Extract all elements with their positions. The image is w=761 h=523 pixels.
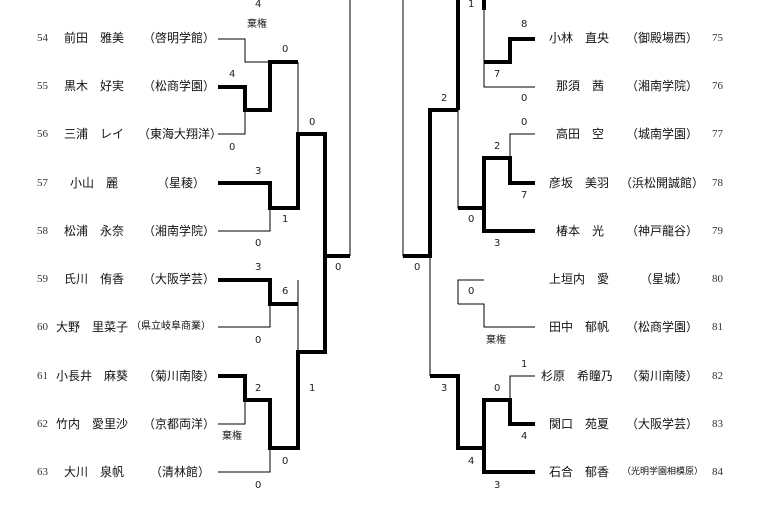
seed-number: 63 — [37, 466, 48, 478]
score-label: 1 — [521, 359, 528, 370]
seed-number: 54 — [37, 32, 48, 44]
seed-number: 57 — [37, 177, 48, 189]
score-label: 0 — [255, 238, 262, 249]
seed-number: 61 — [37, 370, 48, 382]
score-label: 0 — [468, 214, 475, 225]
score-label: 2 — [494, 141, 501, 152]
school-name: （松商学園） — [626, 320, 699, 334]
seed-number: 62 — [37, 418, 48, 430]
score-label: 3 — [494, 480, 501, 491]
score-label: 1 — [309, 383, 316, 394]
score-label: 0 — [255, 335, 262, 346]
player-name: 上垣内 愛 — [549, 272, 610, 286]
seed-number: 77 — [712, 128, 723, 140]
seed-number: 82 — [712, 370, 723, 382]
school-name: （星稜） — [157, 176, 206, 190]
player-name: 石合 郁香 — [549, 465, 610, 479]
player-name: 小林 直央 — [549, 31, 610, 45]
score-label: 0 — [521, 117, 528, 128]
player-name: 前田 雅美 — [64, 31, 125, 45]
score-label: 0 — [282, 44, 289, 55]
score-label: 4 — [229, 69, 236, 80]
seed-number: 80 — [712, 273, 723, 285]
player-name: 三浦 レイ — [64, 127, 125, 141]
score-label: 7 — [494, 69, 501, 80]
school-name: （星城） — [640, 272, 689, 286]
score-label: 0 — [309, 117, 316, 128]
seed-number: 60 — [37, 321, 48, 333]
score-label: 2 — [255, 383, 262, 394]
school-name: （光明学園相模原） — [622, 467, 704, 477]
school-name: （大阪学芸） — [143, 272, 216, 286]
score-label: 4 — [255, 0, 262, 10]
player-name: 小山 麗 — [70, 176, 119, 190]
seed-number: 78 — [712, 177, 723, 189]
player-name: 大野 里菜子 — [56, 320, 129, 334]
school-name: （湘南学院） — [143, 224, 216, 238]
player-name: 那須 茜 — [556, 79, 605, 93]
school-name: （県立岐阜商業） — [131, 321, 211, 332]
score-label: 1 — [282, 214, 289, 225]
score-label: 4 — [521, 431, 528, 442]
score-label: 3 — [494, 238, 501, 249]
player-name: 大川 泉帆 — [64, 465, 125, 479]
withdrawal-label: 棄権 — [247, 19, 267, 30]
player-name: 氏川 侑香 — [64, 272, 125, 286]
player-name: 高田 空 — [556, 127, 605, 141]
school-name: （清林館） — [150, 465, 211, 479]
seed-number: 75 — [712, 32, 723, 44]
seed-number: 55 — [37, 80, 48, 92]
seed-number: 59 — [37, 273, 48, 285]
school-name: （神戸龍谷） — [626, 224, 699, 238]
player-name: 黒木 好実 — [64, 79, 125, 93]
player-name: 椿本 光 — [556, 224, 605, 238]
school-name: （東海大翔洋） — [138, 127, 223, 141]
score-label: 0 — [335, 262, 342, 273]
score-label: 2 — [441, 93, 448, 104]
seed-number: 81 — [712, 321, 723, 333]
score-label: 6 — [282, 286, 289, 297]
score-label: 0 — [468, 286, 475, 297]
score-label: 3 — [255, 166, 262, 177]
player-name: 彦坂 美羽 — [549, 176, 610, 190]
player-name: 杉原 希瞳乃 — [541, 369, 614, 383]
score-label: 0 — [255, 480, 262, 491]
score-label: 7 — [521, 190, 528, 201]
school-name: （湘南学院） — [626, 79, 699, 93]
score-label: 0 — [521, 93, 528, 104]
school-name: （菊川南陵） — [626, 369, 699, 383]
player-name: 松浦 永奈 — [64, 224, 125, 238]
withdrawal-label: 棄権 — [486, 335, 506, 346]
score-label: 3 — [255, 262, 262, 273]
school-name: （松商学園） — [143, 79, 216, 93]
school-name: （御殿場西） — [626, 31, 699, 45]
player-name: 関口 苑夏 — [549, 417, 610, 431]
score-label: 4 — [468, 456, 475, 467]
seed-number: 83 — [712, 418, 723, 430]
player-name: 小長井 麻葵 — [56, 369, 129, 383]
school-name: （菊川南陵） — [143, 369, 216, 383]
school-name: （京都両洋） — [143, 417, 216, 431]
school-name: （城南学園） — [626, 127, 699, 141]
score-label: 0 — [494, 383, 501, 394]
player-name: 田中 郁帆 — [549, 320, 610, 334]
school-name: （大阪学芸） — [626, 417, 699, 431]
score-label: 8 — [521, 19, 528, 30]
score-label: 0 — [229, 142, 236, 153]
score-label: 0 — [414, 262, 421, 273]
player-name: 竹内 愛里沙 — [56, 417, 129, 431]
seed-number: 84 — [712, 466, 723, 478]
withdrawal-label: 棄権 — [222, 431, 242, 442]
score-label: 3 — [441, 383, 448, 394]
score-label: 0 — [282, 456, 289, 467]
seed-number: 58 — [37, 225, 48, 237]
school-name: （啓明学館） — [143, 31, 216, 45]
thick-lines — [218, 0, 535, 474]
seed-number: 76 — [712, 80, 723, 92]
seed-number: 79 — [712, 225, 723, 237]
seed-number: 56 — [37, 128, 48, 140]
school-name: （浜松開誠館） — [620, 176, 705, 190]
score-label: 1 — [468, 0, 475, 10]
